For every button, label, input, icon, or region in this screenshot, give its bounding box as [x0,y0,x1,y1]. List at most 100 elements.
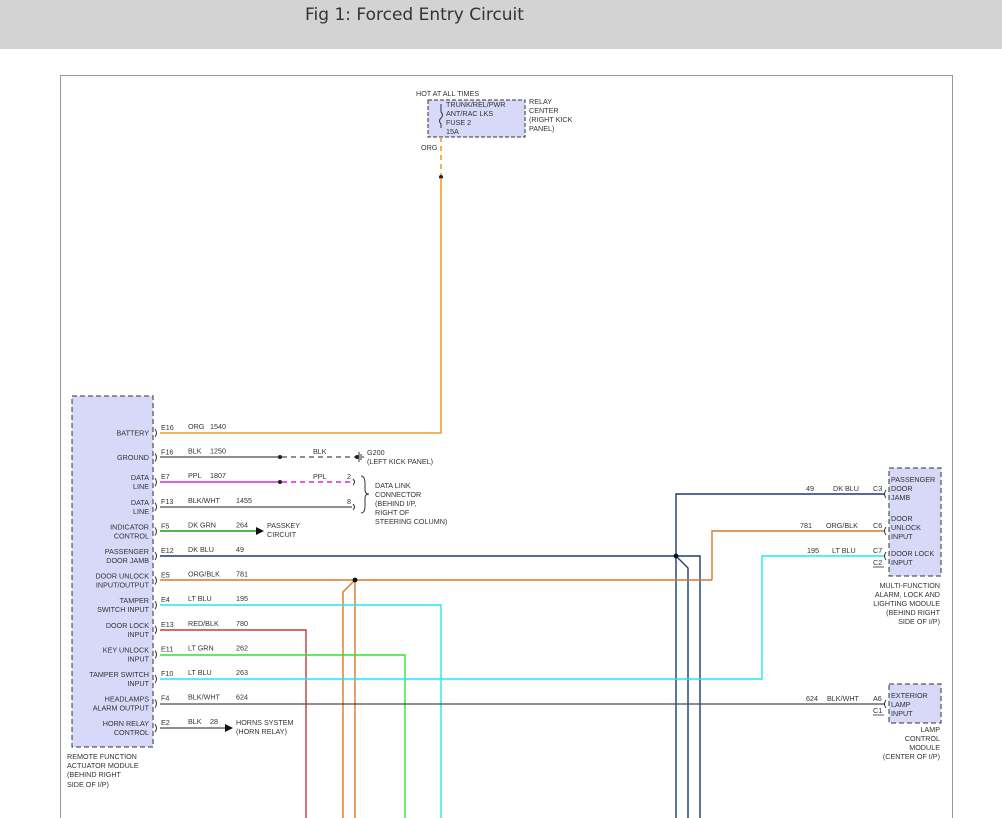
rfa-pin-id: E13 [161,620,174,629]
lcm-caption: LAMP CONTROL MODULE (CENTER OF I/P) [883,725,940,761]
rfa-pin-label: INDICATOR [110,522,149,531]
fuse-box [427,99,526,138]
passkey-arrow-icon [256,527,264,535]
rfa-pin-id: E7 [161,472,170,481]
rfa-pin-connector-icon [154,453,157,462]
mfa-row-781-label-3: INPUT [891,532,913,541]
rfa-pin-wire-color: LT GRN [188,643,214,652]
rfa-caption-3: (BEHIND RIGHT [67,770,122,779]
mfa-c3-connector-icon [884,489,887,499]
rfa-pin-label: DATA [131,473,149,482]
rfa-pin-id: F4 [161,694,169,703]
hot-at-all-times-label: HOT AT ALL TIMES [416,89,479,98]
lcm-caption-3: MODULE [909,743,940,752]
lcm-caption-2: CONTROL [905,734,940,743]
rfa-pin-id: E16 [161,423,174,432]
mfa-caption-3: LIGHTING MODULE [873,599,940,608]
dkblu-drop-3 [676,555,701,818]
rfa-pin-label: DOOR UNLOCK [95,572,149,581]
ground-name: G200 [367,448,385,457]
dlc-line-1: DATA LINK [375,481,411,490]
mfa-row-49-pin: C3 [873,484,882,493]
rfa-pin-circuit: 1807 [210,471,226,480]
mfa-row-195-pin2: C2 [873,558,882,567]
lcm-label-1: EXTERIOR [891,691,928,700]
ground-symbol-icon [358,452,364,462]
mfa-c6-connector-icon [884,526,887,536]
fuse-symbol-icon [439,104,443,128]
rfa-pin-wire-color: DK BLU [188,545,214,554]
battery-wire [160,178,442,434]
rfa-pin-circuit: 781 [236,570,248,579]
rfa-pin-wire-color: BLK [188,447,202,456]
lcm-caption-1: LAMP [920,725,940,734]
mfa-row-195-circuit: 195 [807,546,819,555]
rfa-pin-id: E11 [161,644,173,653]
rfa-pin-wire-color: LT BLU [188,594,212,603]
ppl-splice-dot [278,480,282,484]
rfa-pin-circuit: 262 [236,643,248,652]
lcm-circuit: 624 [806,694,818,703]
passkey-line-2: CIRCUIT [267,530,297,539]
ground-location: (LEFT KICK PANEL) [367,457,433,466]
rfa-caption-4: SIDE OF I/P) [67,780,109,789]
lcm-label-3: INPUT [891,709,913,718]
rfa-pin-label: INPUT [127,679,149,688]
dlc-pin-b: 8 [347,497,351,506]
rfa-pin-label: BATTERY [117,429,150,438]
rfa-pin-connector-icon [154,699,157,708]
rfa-pin-wire-color: LT BLU [188,668,212,677]
page-header: Fig 1: Forced Entry Circuit [0,0,1002,49]
orgblk-splice-dot [352,577,358,583]
fuse-line-4: 15A [446,127,459,136]
rfa-pin-circuit: 780 [236,619,248,628]
mfa-module-box [888,467,942,577]
mfa-row-781-label-1: DOOR [891,514,913,523]
rfa-pin-label: CONTROL [114,728,149,737]
mfa-c7-connector-icon [884,551,887,561]
fuse-wire-color: ORG [421,143,438,152]
rfa-caption-2: ACTUATOR MODULE [67,761,139,770]
ltblu-195-wire [160,604,442,818]
rfa-pin-label: GROUND [117,453,149,462]
horns-line-1: HORNS SYSTEM [236,718,294,727]
rfa-pin-wire-color: PPL [188,471,202,480]
mfa-row-49-label-2: DOOR [891,484,913,493]
rfa-pin-wire-color: ORG/BLK [188,570,220,579]
redblk-wire [160,629,307,818]
ground-splice-dot [278,455,282,459]
dlc-line-3: (BEHIND I/P, [375,499,416,508]
dlc-wire-color: PPL [313,472,327,481]
rfa-pin-id: E5 [161,571,170,580]
lcm-caption-4: (CENTER OF I/P) [883,752,940,761]
rfa-pin-connector-icon [154,576,157,585]
mfa-row-195-color: LT BLU [832,546,856,555]
lcm-row-624: 624 BLK/WHT A6 C1 EXTERIOR LAMP INPUT [806,691,928,718]
rfa-pin-circuit: 49 [236,545,244,554]
dlc-line-5: STEERING COLUMN) [375,517,447,526]
rfa-pin-connector-icon [154,650,157,659]
rfa-pin-id: F16 [161,448,173,457]
rfa-pin-connector-icon [154,502,157,512]
dlc-pin-a: 2 [347,472,351,481]
rfa-pin-circuit: 1540 [210,422,226,431]
rfa-pin-label: ALARM OUTPUT [93,704,150,713]
rfa-pin-id: F13 [161,497,173,506]
lcm-a6-connector-icon [884,699,887,709]
mfa-row-195-label-2: INPUT [891,558,913,567]
ltblu-263-wire [160,555,885,680]
mfa-row-781-label-2: UNLOCK [891,523,921,532]
rfa-pin-wire-color: BLK/WHT [188,496,221,505]
rfa-pin-connector-icon [154,674,157,684]
rfa-pin-id: E4 [161,595,170,604]
rfa-pin-connector-icon [154,723,157,733]
mfa-caption-2: ALARM, LOCK AND [875,590,940,599]
rfa-pin-label: KEY UNLOCK [103,645,149,654]
rfa-pin-circuit: 624 [236,693,248,702]
rfa-pin-label: TAMPER [120,596,149,605]
